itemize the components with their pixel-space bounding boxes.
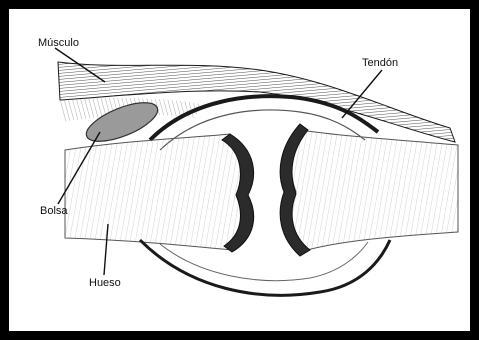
bone-lower xyxy=(291,130,458,252)
label-tendon: Tendón xyxy=(362,57,398,69)
label-musculo: Músculo xyxy=(38,37,79,49)
bone-upper xyxy=(65,134,243,250)
label-hueso: Hueso xyxy=(89,277,121,289)
joint-capsule xyxy=(140,240,390,295)
label-bolsa: Bolsa xyxy=(40,205,68,217)
